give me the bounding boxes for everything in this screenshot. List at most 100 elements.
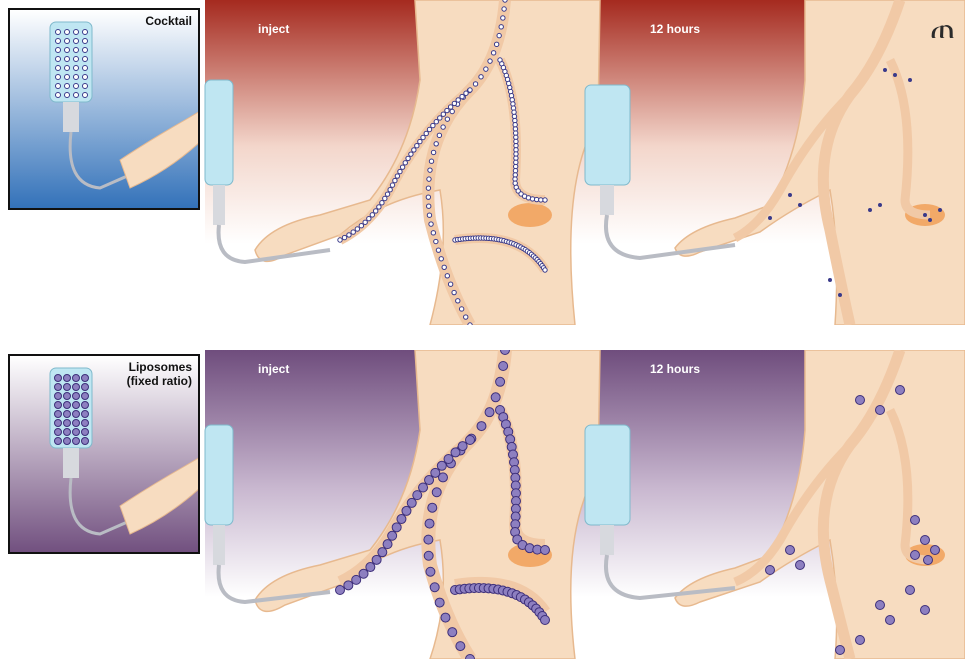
particle <box>856 636 865 645</box>
particle <box>65 75 70 80</box>
particle <box>73 411 80 418</box>
particle <box>856 396 865 405</box>
stage-label-inject: inject <box>258 362 289 376</box>
particle <box>64 438 71 445</box>
particle <box>83 39 88 44</box>
particle <box>82 420 89 427</box>
particle <box>894 74 897 77</box>
particle <box>74 93 79 98</box>
particle <box>931 546 940 555</box>
particle <box>886 616 895 625</box>
particle <box>73 438 80 445</box>
particle <box>789 194 792 197</box>
particle <box>876 406 885 415</box>
particle <box>64 384 71 391</box>
particle <box>769 217 772 220</box>
particle <box>909 79 912 82</box>
particle <box>82 411 89 418</box>
stage-label-12h: 12 hours <box>650 22 700 36</box>
particle <box>839 294 842 297</box>
particle <box>799 204 802 207</box>
panel-liposomes: inject 12 hours Liposomes (fixed ratio) <box>0 350 965 659</box>
particle <box>82 402 89 409</box>
particle <box>74 66 79 71</box>
particle <box>924 214 927 217</box>
particle <box>73 429 80 436</box>
particle <box>56 39 61 44</box>
particle <box>65 93 70 98</box>
particle <box>74 57 79 62</box>
particle <box>83 75 88 80</box>
stage-label-12h: 12 hours <box>650 362 700 376</box>
particle <box>55 393 62 400</box>
particle <box>74 48 79 53</box>
particle <box>65 84 70 89</box>
particle <box>56 30 61 35</box>
particle <box>829 279 832 282</box>
particle <box>929 219 932 222</box>
particle <box>911 516 920 525</box>
stage-label-inject: inject <box>258 22 289 36</box>
particle <box>64 429 71 436</box>
iv-bag-icon <box>585 85 630 215</box>
particle <box>55 375 62 382</box>
particle <box>786 546 795 555</box>
particle <box>65 39 70 44</box>
particle <box>796 561 805 570</box>
particle <box>921 606 930 615</box>
particle <box>55 429 62 436</box>
particle <box>73 420 80 427</box>
inset-title: Cocktail <box>145 14 192 28</box>
particle <box>82 384 89 391</box>
particle <box>83 84 88 89</box>
particle <box>766 566 775 575</box>
particle <box>911 551 920 560</box>
particle <box>65 30 70 35</box>
particle <box>55 420 62 427</box>
particle <box>83 57 88 62</box>
particle <box>836 646 845 655</box>
inset-title: Liposomes (fixed ratio) <box>127 360 192 388</box>
particle <box>82 375 89 382</box>
particle <box>876 601 885 610</box>
logo-mark-icon: ጠ <box>930 14 955 44</box>
particle <box>56 75 61 80</box>
particle <box>74 30 79 35</box>
particle <box>921 536 930 545</box>
particle <box>64 402 71 409</box>
particle <box>56 48 61 53</box>
particle <box>869 209 872 212</box>
particle <box>55 438 62 445</box>
particle <box>74 39 79 44</box>
particle <box>56 66 61 71</box>
particle <box>64 393 71 400</box>
particle <box>879 204 882 207</box>
particle <box>64 375 71 382</box>
particle <box>73 375 80 382</box>
particle <box>906 586 915 595</box>
inset-liposomes: Liposomes (fixed ratio) <box>8 354 200 554</box>
particle <box>55 402 62 409</box>
particle <box>82 393 89 400</box>
particle <box>83 93 88 98</box>
particle <box>56 57 61 62</box>
particle <box>74 75 79 80</box>
inset-cocktail: Cocktail <box>8 8 200 210</box>
particle <box>73 402 80 409</box>
particle <box>83 30 88 35</box>
particle <box>939 209 942 212</box>
particle <box>83 66 88 71</box>
particle <box>65 66 70 71</box>
particle <box>83 48 88 53</box>
particle <box>74 84 79 89</box>
iv-bag-icon <box>585 425 630 555</box>
particle <box>82 429 89 436</box>
particle <box>56 93 61 98</box>
particle <box>64 420 71 427</box>
particle <box>73 393 80 400</box>
particle <box>82 438 89 445</box>
particle <box>55 411 62 418</box>
particle <box>884 69 887 72</box>
particle <box>65 48 70 53</box>
particle <box>65 57 70 62</box>
